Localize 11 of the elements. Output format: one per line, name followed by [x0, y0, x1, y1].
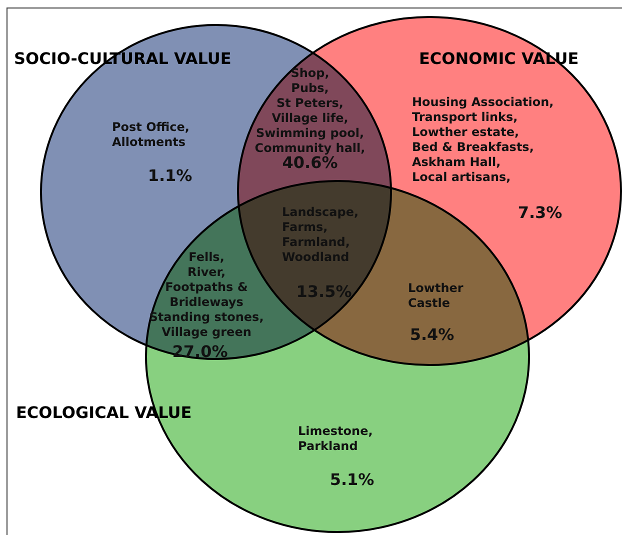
region-items: Housing Association, Transport links, Lowther estate, Bed & Breakfasts, Askham Hall, Local artisans,	[412, 95, 555, 185]
percentage-value: 5.1%	[328, 470, 376, 490]
percentage-value: 1.1%	[146, 166, 194, 186]
percentage-value: 5.4%	[408, 325, 456, 345]
percentage-value: 7.3%	[516, 203, 564, 223]
percentage-value: 27.0%	[171, 342, 229, 362]
region-items: Limestone, Parkland	[298, 424, 374, 454]
region-items: Lowther Castle	[408, 281, 464, 311]
region-items: Post Office, Allotments	[112, 120, 190, 150]
region-items: Shop, Pubs, St Peters, Village life, Swimming pool, Community hall,	[254, 66, 366, 156]
percentage-value: 40.6%	[282, 153, 338, 173]
